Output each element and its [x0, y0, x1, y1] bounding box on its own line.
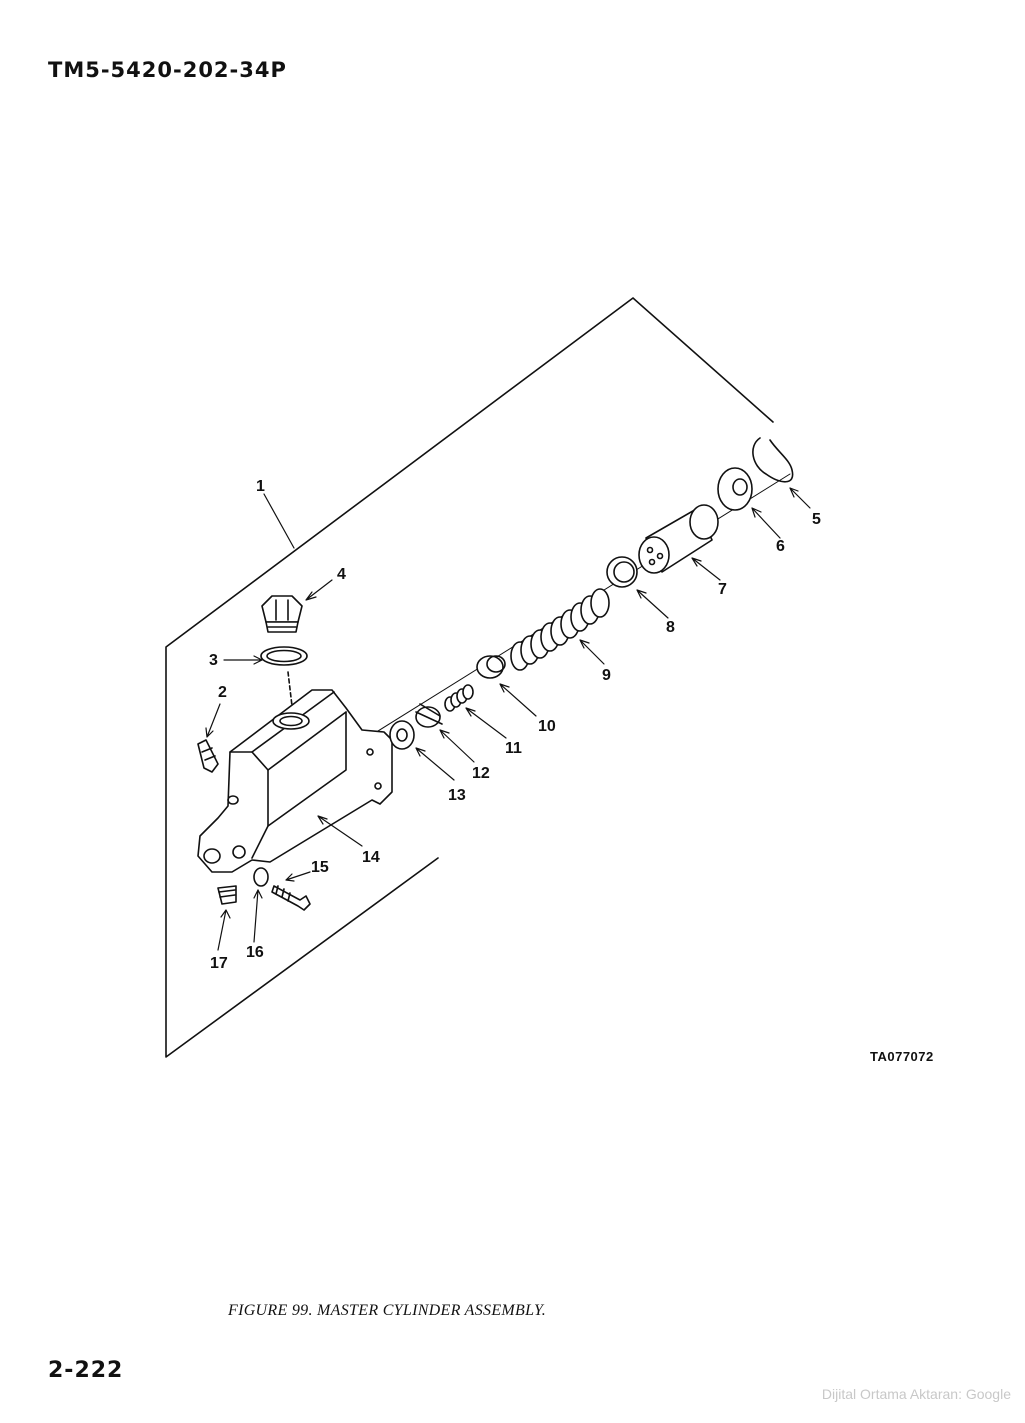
- part-2-bleeder-valve: [197, 739, 219, 773]
- digitization-watermark: Dijital Ortama Aktaran: Google: [821, 1386, 1011, 1402]
- callout-2: 2: [218, 684, 227, 701]
- part-4-filler-cap: [261, 595, 303, 633]
- callout-11: 11: [505, 740, 522, 757]
- document-number: TM5-5420-202-34P: [48, 58, 287, 82]
- part-16-washer: [253, 867, 269, 887]
- part-17-fitting: [217, 885, 237, 905]
- callout-8: 8: [666, 619, 675, 636]
- part-10-cup-seal: [476, 655, 506, 679]
- figure-caption: FIGURE 99. MASTER CYLINDER ASSEMBLY.: [228, 1302, 547, 1319]
- part-6-stop-washer: [717, 467, 753, 511]
- callout-12: 12: [472, 765, 490, 782]
- callout-10: 10: [538, 718, 556, 735]
- callout-17: 17: [210, 955, 228, 972]
- callout-6: 6: [776, 538, 785, 555]
- part-14-cylinder-body: [197, 689, 393, 873]
- callout-16: 16: [246, 944, 264, 961]
- part-13-washer: [389, 720, 415, 750]
- callout-5: 5: [812, 511, 821, 528]
- callout-3: 3: [209, 652, 218, 669]
- part-8-seal: [606, 556, 638, 588]
- part-12-check-valve: [415, 703, 443, 728]
- page-number: 2-222: [48, 1358, 124, 1383]
- callout-15: 15: [311, 859, 329, 876]
- assembly-bracket: [165, 297, 774, 1058]
- callout-1: 1: [256, 478, 265, 495]
- callout-7: 7: [718, 581, 727, 598]
- callout-14: 14: [362, 849, 380, 866]
- callout-9: 9: [602, 667, 611, 684]
- part-11-small-spring: [444, 684, 474, 712]
- callout-4: 4: [337, 566, 346, 583]
- part-7-piston: [638, 504, 719, 574]
- callout-labels: 1 2 3 4 5 6 7 8 9 10 11 12 13 14 15 16 1…: [209, 478, 821, 972]
- part-5-retaining-ring: [752, 437, 794, 483]
- part-15-screw: [271, 885, 311, 911]
- figure-reference-code: TA077072: [870, 1049, 934, 1064]
- callout-13: 13: [448, 787, 466, 804]
- part-9-return-spring: [510, 588, 610, 671]
